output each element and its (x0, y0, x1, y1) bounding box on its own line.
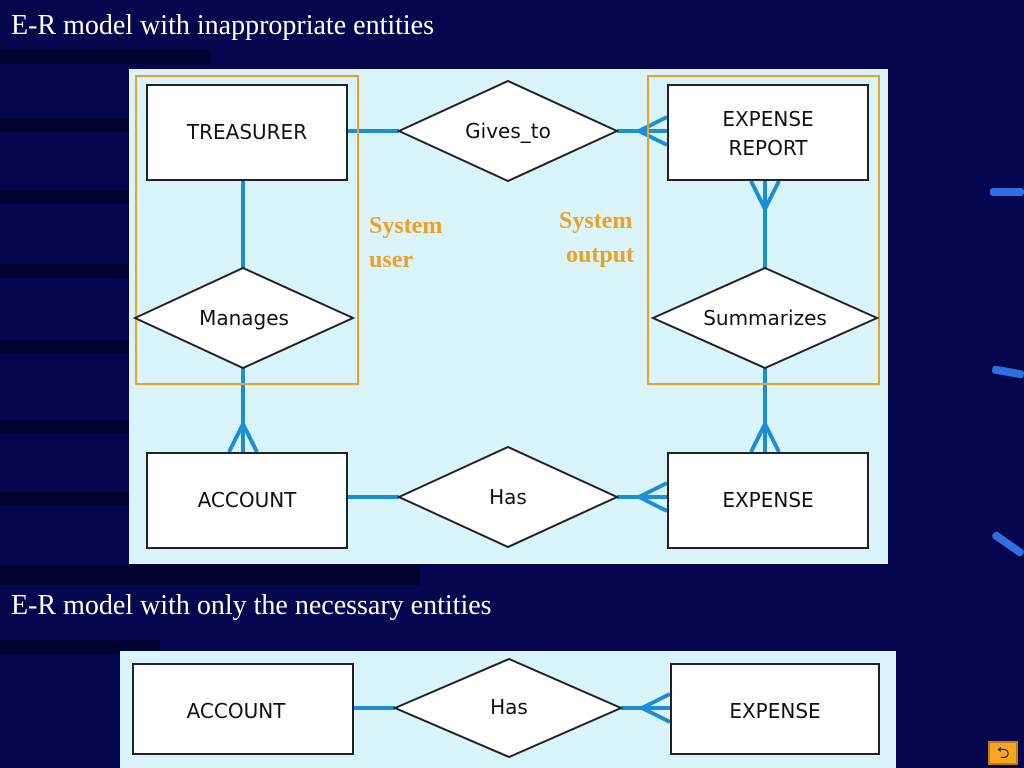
decorative-dash (990, 188, 1024, 196)
er-diagram-inappropriate: TREASURER EXPENSE REPORT ACCOUNT EXPENSE… (129, 69, 888, 564)
background-stripe (0, 264, 150, 278)
return-button[interactable]: ⮌ (988, 741, 1018, 765)
entity-expense: EXPENSE (667, 452, 869, 549)
entity-label-line2: REPORT (729, 136, 809, 160)
system-user-label-line2: user (369, 247, 413, 273)
entity-expense: EXPENSE (670, 663, 880, 755)
entity-label: EXPENSE (722, 488, 813, 512)
slide-heading-top: E-R model with inappropriate entities (11, 10, 435, 41)
entity-label: TREASURER (186, 120, 307, 144)
relationship-label: Gives_to (465, 119, 551, 143)
background-stripe (0, 420, 150, 434)
system-user-label-line1: System (369, 213, 442, 239)
relationship-manages: Manages (132, 266, 356, 370)
background-stripe (0, 50, 210, 64)
entity-account: ACCOUNT (146, 452, 348, 549)
return-arrow-icon: ⮌ (996, 743, 1010, 762)
entity-label: EXPENSE (729, 699, 820, 723)
background-stripe (0, 565, 420, 585)
relationship-has: Has (396, 445, 620, 549)
relationship-has: Has (392, 657, 624, 759)
relationship-label: Manages (199, 306, 289, 330)
decorative-dash (990, 530, 1024, 558)
entity-treasurer: TREASURER (146, 84, 348, 181)
entity-label: ACCOUNT (187, 699, 287, 723)
system-user-highlight (135, 75, 359, 385)
background-stripe (0, 190, 150, 204)
system-output-label-line2: output (566, 242, 634, 268)
relationship-gives-to: Gives_to (396, 79, 620, 183)
background-stripe (0, 118, 150, 132)
relationship-label: Summarizes (703, 306, 827, 330)
system-output-label-line1: System (559, 208, 632, 234)
entity-label: ACCOUNT (198, 488, 298, 512)
background-stripe (0, 340, 150, 354)
relationship-label: Has (490, 695, 528, 719)
er-diagram-necessary: ACCOUNT EXPENSE Has (120, 651, 896, 768)
entity-label-line1: EXPENSE (722, 107, 813, 131)
system-output-highlight (647, 75, 880, 385)
background-stripe (0, 492, 150, 506)
entity-expense-report: EXPENSE REPORT (667, 84, 869, 181)
relationship-summarizes: Summarizes (650, 266, 880, 370)
slide-heading-bottom: E-R model with only the necessary entiti… (11, 590, 492, 621)
decorative-dash (991, 365, 1024, 379)
entity-account: ACCOUNT (132, 663, 354, 755)
relationship-label: Has (489, 485, 527, 509)
background-stripe (0, 640, 160, 654)
